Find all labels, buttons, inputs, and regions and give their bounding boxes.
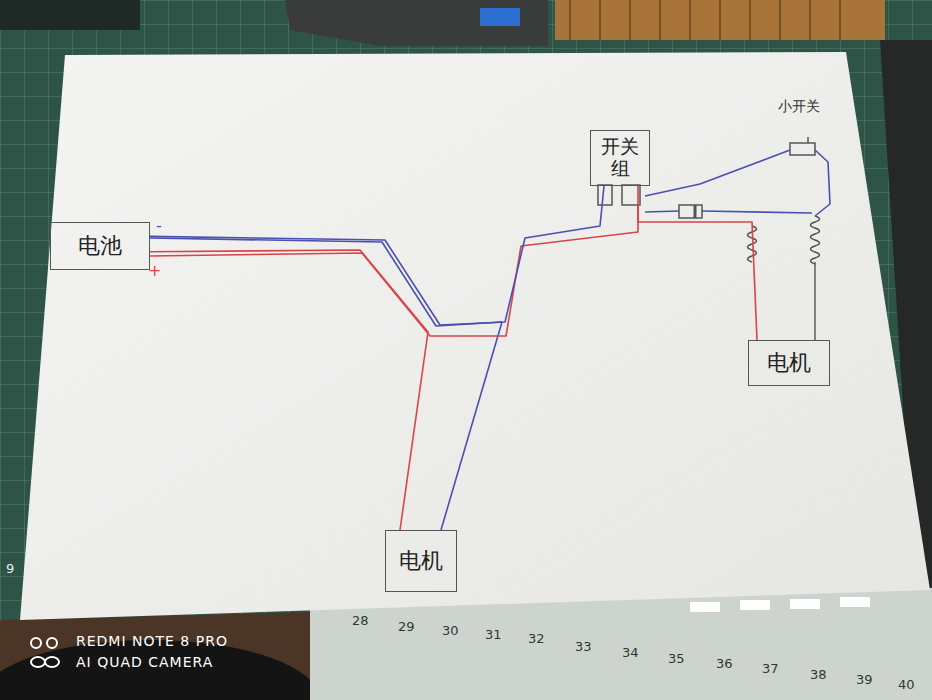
camera-logo: [31, 638, 59, 667]
wire-connector: [150, 186, 604, 325]
terminal-sign: +: [148, 262, 161, 280]
ruler-number: 29: [398, 620, 415, 634]
ruler-number: 31: [485, 628, 502, 642]
box-text: 电机: [767, 350, 811, 375]
switch-symbol: [807, 137, 809, 143]
ruler-number: 39: [856, 673, 873, 687]
wire: [150, 205, 638, 336]
switch-symbol: [790, 143, 815, 155]
wire: [702, 211, 812, 213]
ruler-number: 9: [6, 562, 14, 576]
coil-symbol: [811, 216, 820, 264]
terminal-sign: -: [156, 217, 162, 235]
motor-coil: [555, 0, 885, 40]
tool-part: [285, 0, 548, 46]
wire: [150, 238, 502, 530]
ruler-number: 38: [810, 668, 827, 682]
wire: [645, 211, 679, 212]
box-text: 电池: [78, 233, 122, 258]
box-text: 电机: [399, 548, 443, 573]
motor-box: 电机: [385, 530, 457, 592]
box-text: 开关组: [597, 136, 643, 180]
wire-connector: [638, 186, 757, 340]
ruler-number: 40: [898, 678, 915, 692]
motor-box: 电机: [748, 340, 830, 386]
ruler-number: 32: [528, 632, 545, 646]
part-name: 小开关: [778, 99, 820, 114]
ruler-number: 34: [622, 646, 639, 660]
ruler-number: 36: [716, 657, 733, 671]
battery-box: 电池: [50, 222, 150, 270]
tool-part: [0, 0, 140, 30]
ruler-marks: [690, 597, 870, 612]
wire: [814, 262, 816, 340]
wires: [150, 150, 830, 530]
terminal: [598, 185, 612, 205]
switch-group-box: 开关组: [590, 130, 650, 186]
wire: [645, 150, 790, 196]
tool-part: [480, 8, 520, 26]
diode-symbol: [679, 205, 702, 218]
ruler-number: 33: [575, 640, 592, 654]
watermark: AI QUAD CAMERA: [76, 655, 213, 670]
ruler-number: 30: [442, 624, 459, 638]
coil-stripes: [570, 0, 840, 40]
components: [598, 137, 820, 264]
paper-sheet: [20, 52, 930, 620]
diode-symbol: [694, 205, 697, 218]
ruler-number: 35: [668, 652, 685, 666]
wire-connector: [150, 250, 428, 530]
wire: [815, 150, 830, 216]
ruler-number: 37: [762, 662, 779, 676]
ruler-number: 28: [352, 614, 369, 628]
watermark: REDMI NOTE 8 PRO: [76, 634, 228, 649]
